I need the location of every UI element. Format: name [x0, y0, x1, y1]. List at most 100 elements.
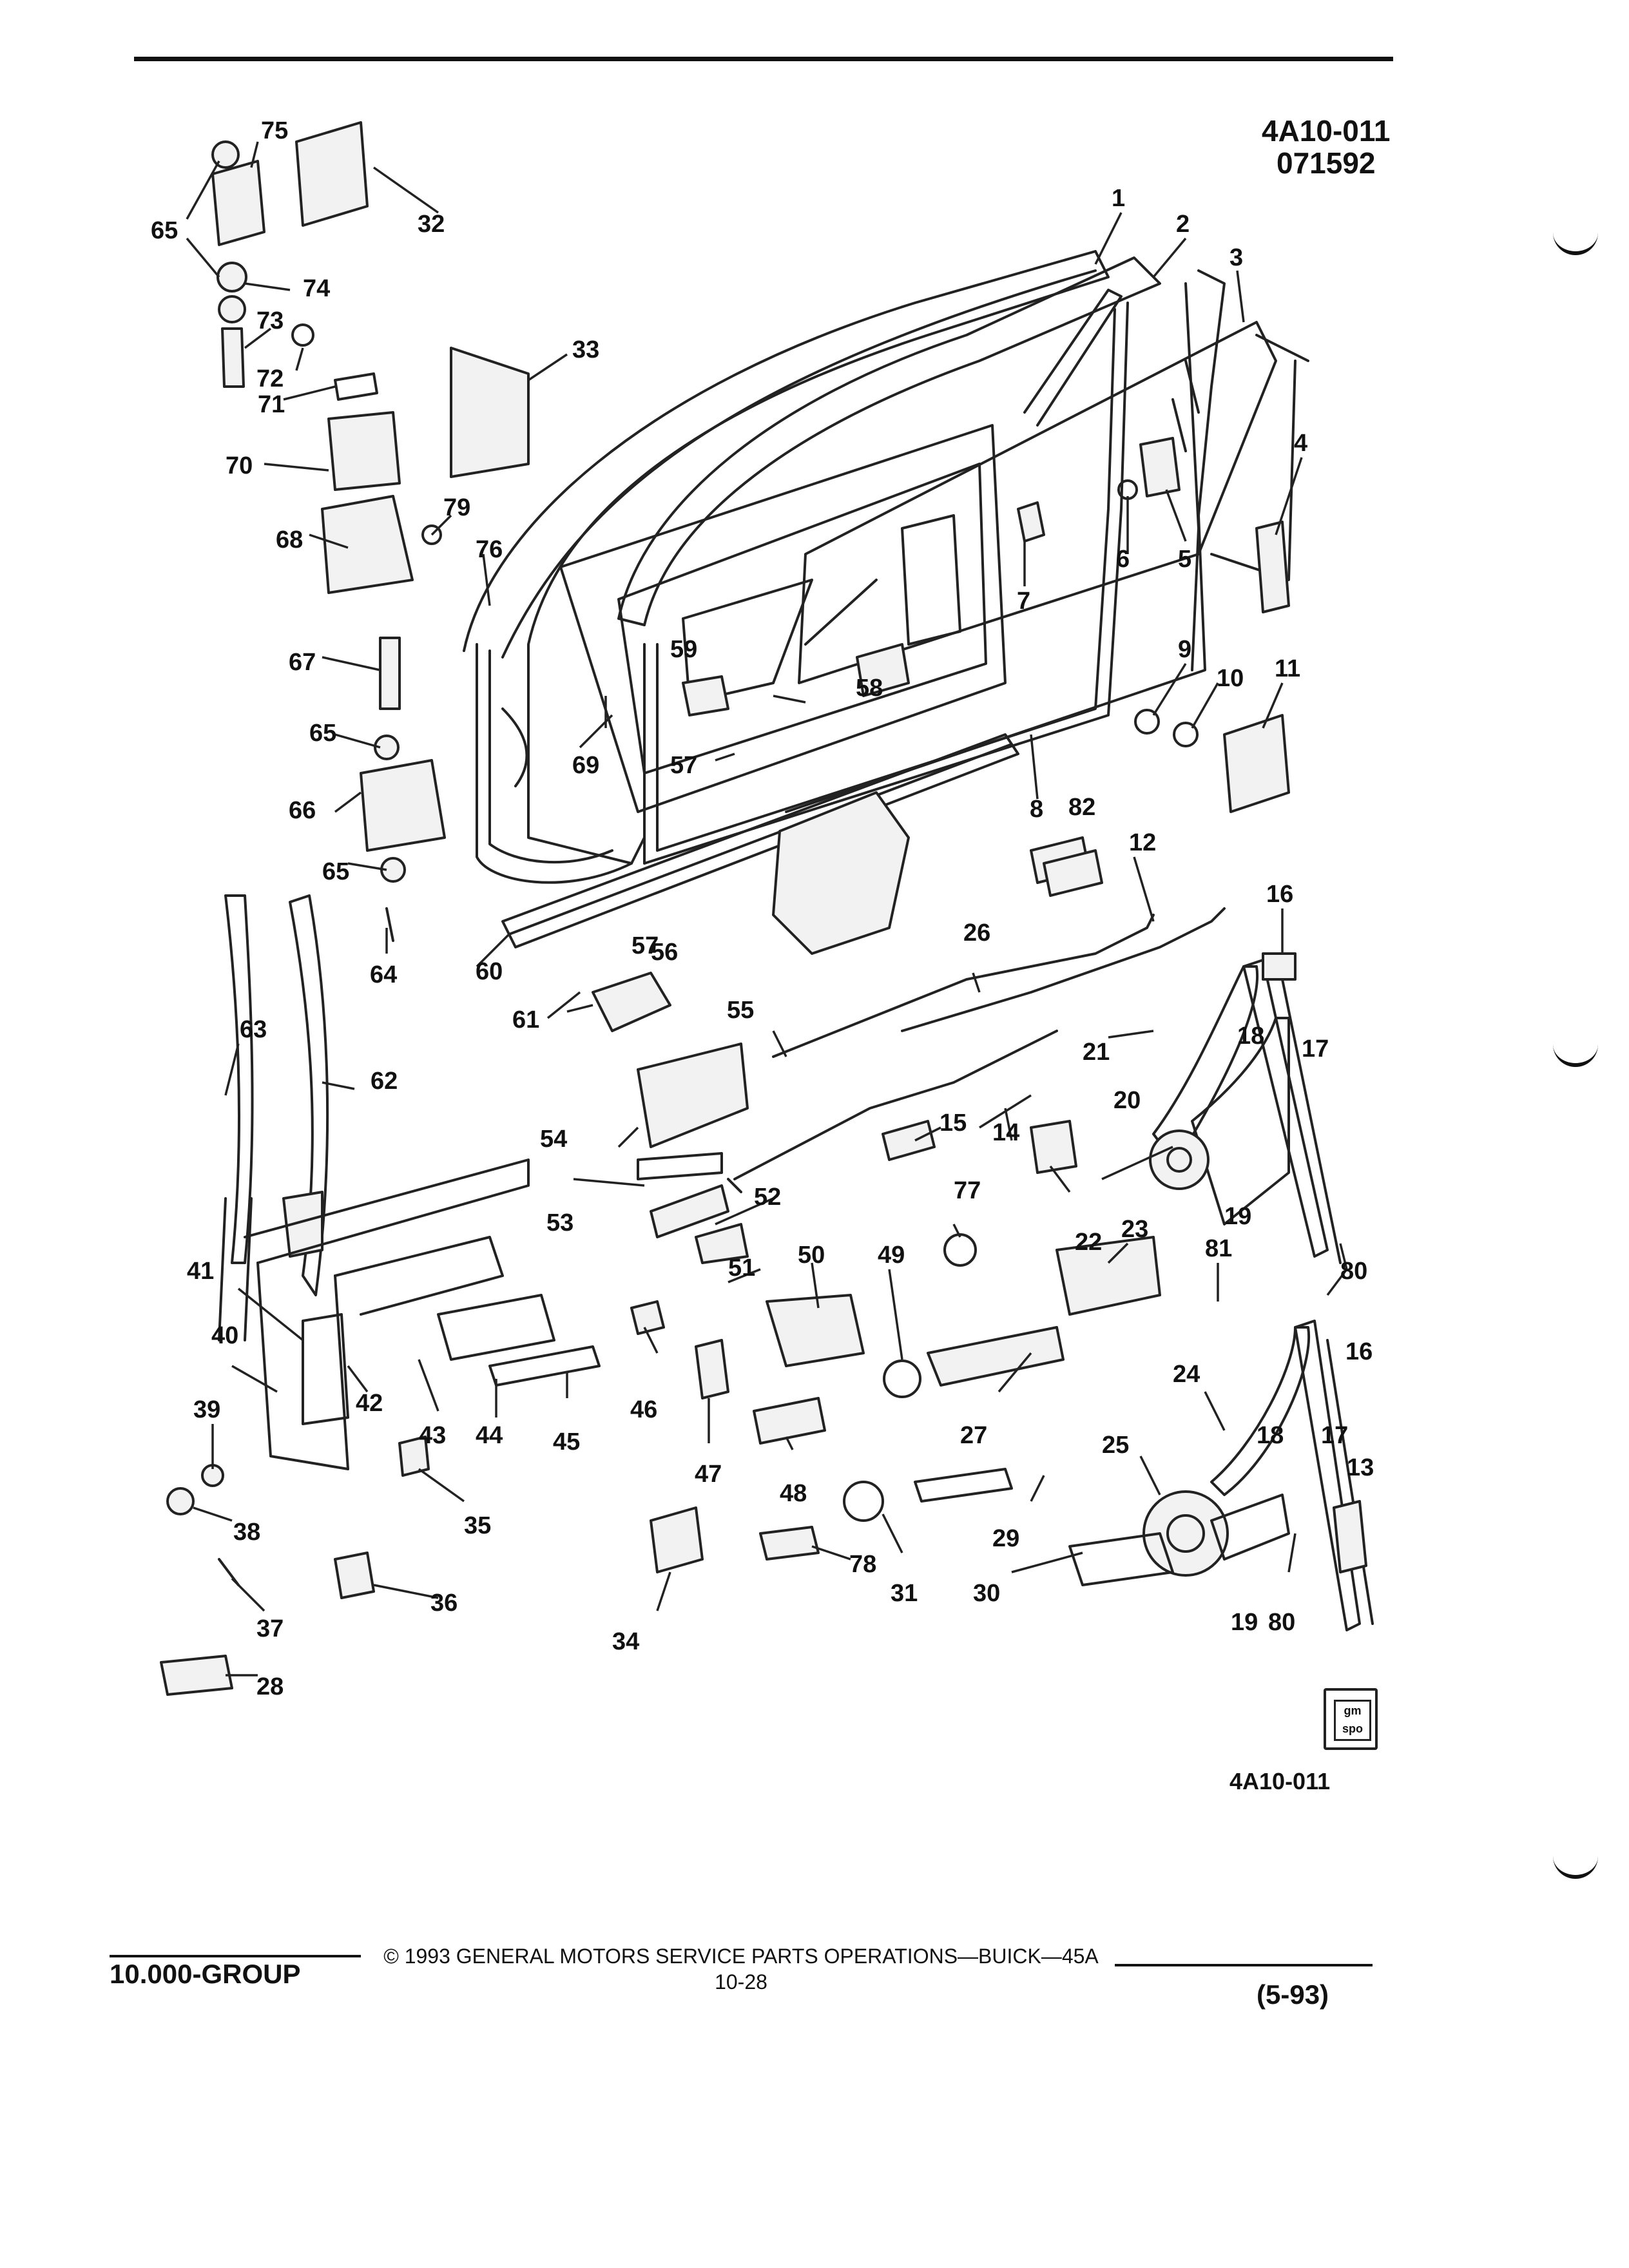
callout-label: 62: [371, 1068, 398, 1095]
window-regulator-lower: [1068, 1320, 1374, 1631]
callout-label: 72: [256, 365, 284, 392]
footer-rule-right: [1115, 1964, 1373, 1966]
callout-label: 45: [553, 1428, 580, 1456]
footer-group: 10.000-GROUP: [110, 1959, 301, 1989]
callout-label: 77: [954, 1177, 981, 1204]
callout-label: 70: [226, 452, 253, 479]
callout-label: 81: [1205, 1235, 1232, 1262]
callout-label: 53: [546, 1209, 574, 1236]
callout-label: 12: [1129, 829, 1156, 856]
callout-label: 65: [309, 720, 336, 747]
callout-label: 80: [1340, 1258, 1367, 1285]
binding-mark: [1553, 1856, 1598, 1879]
callout-label: 59: [670, 636, 697, 663]
callout-label: 46: [630, 1396, 657, 1423]
callout-label: 43: [419, 1422, 446, 1449]
callout-label: 52: [754, 1184, 781, 1211]
inside-handle-group: [637, 1043, 749, 1264]
callout-label: 34: [612, 1628, 639, 1655]
callout-label: 76: [476, 536, 503, 563]
callout-label: 58: [856, 675, 883, 702]
callout-label: 41: [187, 1258, 214, 1285]
drawing-id-block: 4A10-011 071592: [1262, 115, 1391, 179]
footer-center: © 1993 GENERAL MOTORS SERVICE PARTS OPER…: [374, 1943, 1108, 1995]
callout-label: 2: [1176, 211, 1190, 238]
callout-label: 28: [256, 1673, 284, 1700]
callout-label: 50: [798, 1242, 825, 1269]
hinge-parts: [160, 121, 530, 1696]
callout-label: 31: [891, 1580, 918, 1607]
callout-label: 44: [476, 1422, 503, 1449]
callout-label: 67: [289, 649, 316, 676]
callout-label: 39: [193, 1396, 220, 1423]
gm-spo-logo-text: gm spo: [1334, 1700, 1371, 1741]
sill-strip: [501, 733, 1019, 948]
callout-label: 18: [1257, 1422, 1284, 1449]
drawing-date: 071592: [1277, 146, 1376, 180]
small-parts: [592, 437, 1290, 1573]
callout-label: 24: [1173, 1361, 1200, 1388]
callout-labels: 1 2 3 4 5 6 7 8 9 10 11 12 13 14 15 16 1…: [151, 117, 1374, 1700]
callout-label: 38: [233, 1519, 260, 1546]
callout-label: 19: [1231, 1609, 1258, 1636]
figure-code: 4A10-011: [1229, 1768, 1331, 1794]
callout-label: 29: [992, 1525, 1019, 1552]
window-run-channels: [617, 256, 1226, 865]
callout-label: 5: [1178, 546, 1191, 573]
callout-label: 68: [276, 526, 303, 553]
callout-label: 36: [430, 1590, 458, 1617]
callout-label: 21: [1083, 1039, 1110, 1066]
callout-label: 42: [356, 1390, 383, 1417]
callout-label: 37: [256, 1615, 284, 1642]
callout-label: 17: [1302, 1035, 1329, 1062]
callout-label: 27: [960, 1422, 987, 1449]
callout-label: 17: [1321, 1422, 1348, 1449]
callout-label: 73: [256, 307, 284, 334]
control-rods: [727, 907, 1226, 1193]
callout-label: 47: [695, 1461, 722, 1488]
callout-label: 20: [1113, 1087, 1141, 1114]
callout-label: 7: [1017, 588, 1030, 615]
callout-label: 3: [1229, 244, 1243, 271]
callout-label: 69: [572, 752, 599, 779]
callout-label: 60: [476, 958, 503, 985]
callout-label: 65: [151, 217, 178, 244]
callout-label: 14: [992, 1119, 1019, 1146]
callout-label: 66: [289, 797, 316, 824]
callout-label: 18: [1237, 1023, 1264, 1050]
callout-label: 35: [464, 1512, 491, 1539]
callout-label: 8: [1030, 796, 1043, 823]
callout-label: 4: [1294, 430, 1307, 457]
rear-channels: [224, 894, 329, 1296]
binding-mark: [1553, 232, 1598, 255]
callout-label: 11: [1275, 655, 1300, 682]
callout-label: 49: [878, 1242, 905, 1269]
callout-label: 80: [1268, 1609, 1295, 1636]
callout-label: 57: [670, 752, 697, 779]
window-regulator-upper: [1149, 952, 1342, 1264]
callout-label: 55: [727, 997, 754, 1024]
callout-label: 71: [258, 391, 285, 418]
drawing-code: 4A10-011: [1262, 114, 1391, 148]
callout-label: 10: [1217, 665, 1244, 692]
callout-label: 23: [1121, 1216, 1148, 1243]
door-glass: [798, 321, 1309, 684]
callout-label: 13: [1347, 1454, 1374, 1481]
callout-label: 61: [512, 1006, 539, 1033]
callout-label: 56: [651, 939, 678, 966]
callout-label: 48: [780, 1480, 807, 1507]
callout-label: 65: [322, 858, 349, 885]
callout-label: 30: [973, 1580, 1000, 1607]
callout-label: 79: [443, 494, 470, 521]
callout-label: 1: [1112, 185, 1125, 212]
inner-trim-panel: [218, 1158, 601, 1470]
top-rule: [134, 57, 1393, 61]
leader-lines: [186, 141, 1348, 1677]
callout-label: 16: [1345, 1338, 1373, 1365]
gm-spo-logo: gm spo: [1324, 1688, 1378, 1750]
callout-label: 78: [849, 1551, 876, 1578]
callout-label: 25: [1102, 1432, 1129, 1459]
callout-label: 15: [940, 1110, 967, 1137]
callout-label: 74: [303, 275, 330, 302]
